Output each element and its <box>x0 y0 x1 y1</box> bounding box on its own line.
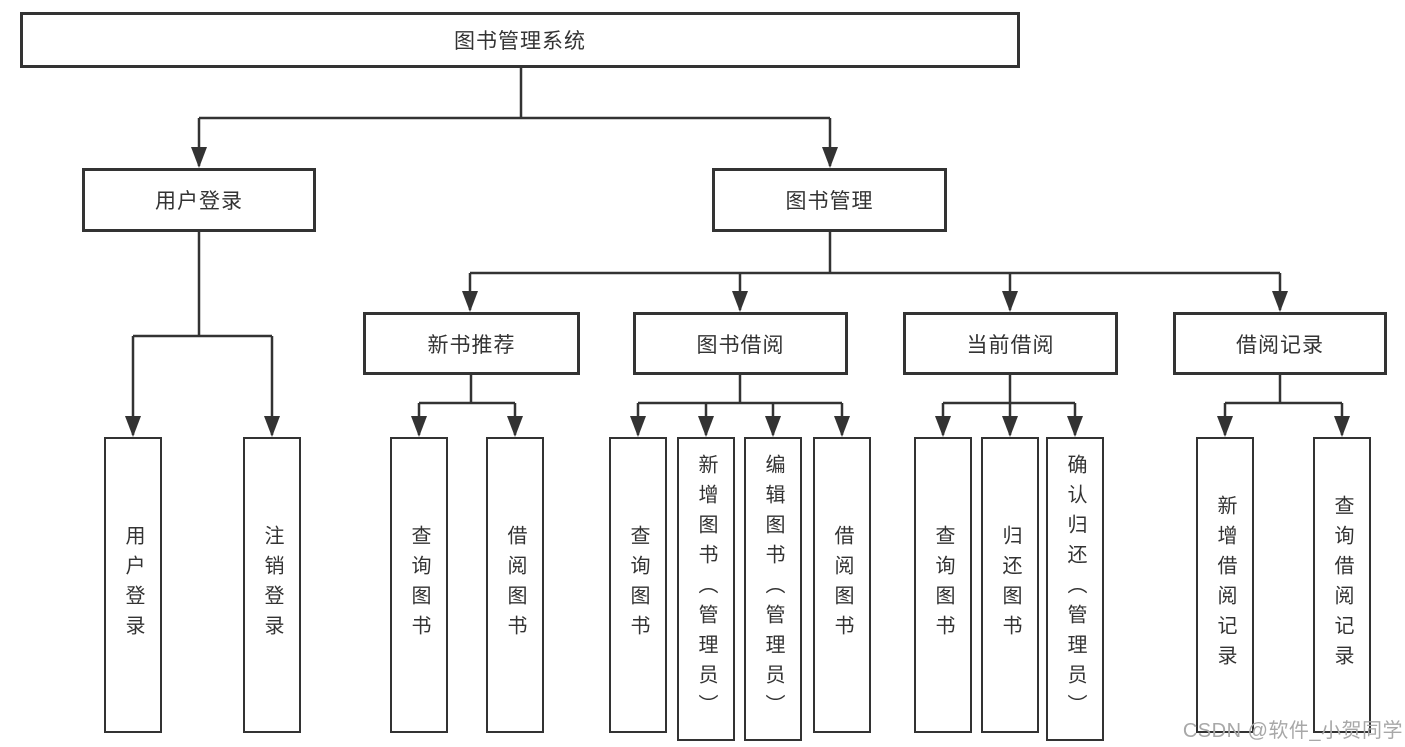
node-current-borrowing: 当前借阅 <box>903 312 1118 375</box>
connector-book-borrowing-to-leaves <box>636 375 844 435</box>
node-borrowing-records: 借阅记录 <box>1173 312 1387 375</box>
node-book-management: 图书管理 <box>712 168 947 232</box>
leaf-query-books-recommend: 查询图书 <box>390 437 448 733</box>
arrow-down-icon <box>822 147 838 168</box>
leaf-return-books: 归还图书 <box>981 437 1039 733</box>
leaf-query-books-borrow: 查询图书 <box>609 437 667 733</box>
leaf-edit-books-admin: 编辑图书（管理员） <box>744 437 802 741</box>
arrow-down-icon <box>630 416 646 437</box>
arrow-down-icon <box>1334 416 1350 437</box>
arrow-down-icon <box>732 291 748 312</box>
leaf-confirm-return-admin: 确认归还（管理员） <box>1046 437 1104 741</box>
connector-book-management-to-level3 <box>468 232 1282 310</box>
arrow-down-icon <box>264 416 280 437</box>
arrow-down-icon <box>834 416 850 437</box>
arrow-down-icon <box>765 416 781 437</box>
arrow-down-icon <box>1002 416 1018 437</box>
connector-root-to-level2 <box>197 68 832 166</box>
arrow-down-icon <box>698 416 714 437</box>
arrow-down-icon <box>1067 416 1083 437</box>
node-user-login: 用户登录 <box>82 168 316 232</box>
leaf-add-borrow-record: 新增借阅记录 <box>1196 437 1254 733</box>
leaf-query-books-current: 查询图书 <box>914 437 972 733</box>
node-new-book-recommendation: 新书推荐 <box>363 312 580 375</box>
leaf-logout: 注销登录 <box>243 437 301 733</box>
arrow-down-icon <box>935 416 951 437</box>
leaf-borrow-books: 借阅图书 <box>813 437 871 733</box>
arrow-down-icon <box>411 416 427 437</box>
leaf-user-login: 用户登录 <box>104 437 162 733</box>
connector-new-book-recommendation-to-leaves <box>417 375 517 435</box>
arrow-down-icon <box>191 147 207 168</box>
arrow-down-icon <box>1002 291 1018 312</box>
node-book-borrowing: 图书借阅 <box>633 312 848 375</box>
node-library-management-system: 图书管理系统 <box>20 12 1020 68</box>
connector-user-login-to-leaves <box>131 232 274 435</box>
arrow-down-icon <box>1272 291 1288 312</box>
arrow-down-icon <box>125 416 141 437</box>
arrow-down-icon <box>462 291 478 312</box>
connector-borrowing-records-to-leaves <box>1223 375 1344 435</box>
leaf-query-borrow-record: 查询借阅记录 <box>1313 437 1371 733</box>
leaf-add-books-admin: 新增图书（管理员） <box>677 437 735 741</box>
arrow-down-icon <box>1217 416 1233 437</box>
leaf-borrow-books-recommend: 借阅图书 <box>486 437 544 733</box>
connector-current-borrowing-to-leaves <box>941 375 1077 435</box>
watermark: CSDN @软件_小贺同学 <box>1182 720 1403 742</box>
arrow-down-icon <box>507 416 523 437</box>
